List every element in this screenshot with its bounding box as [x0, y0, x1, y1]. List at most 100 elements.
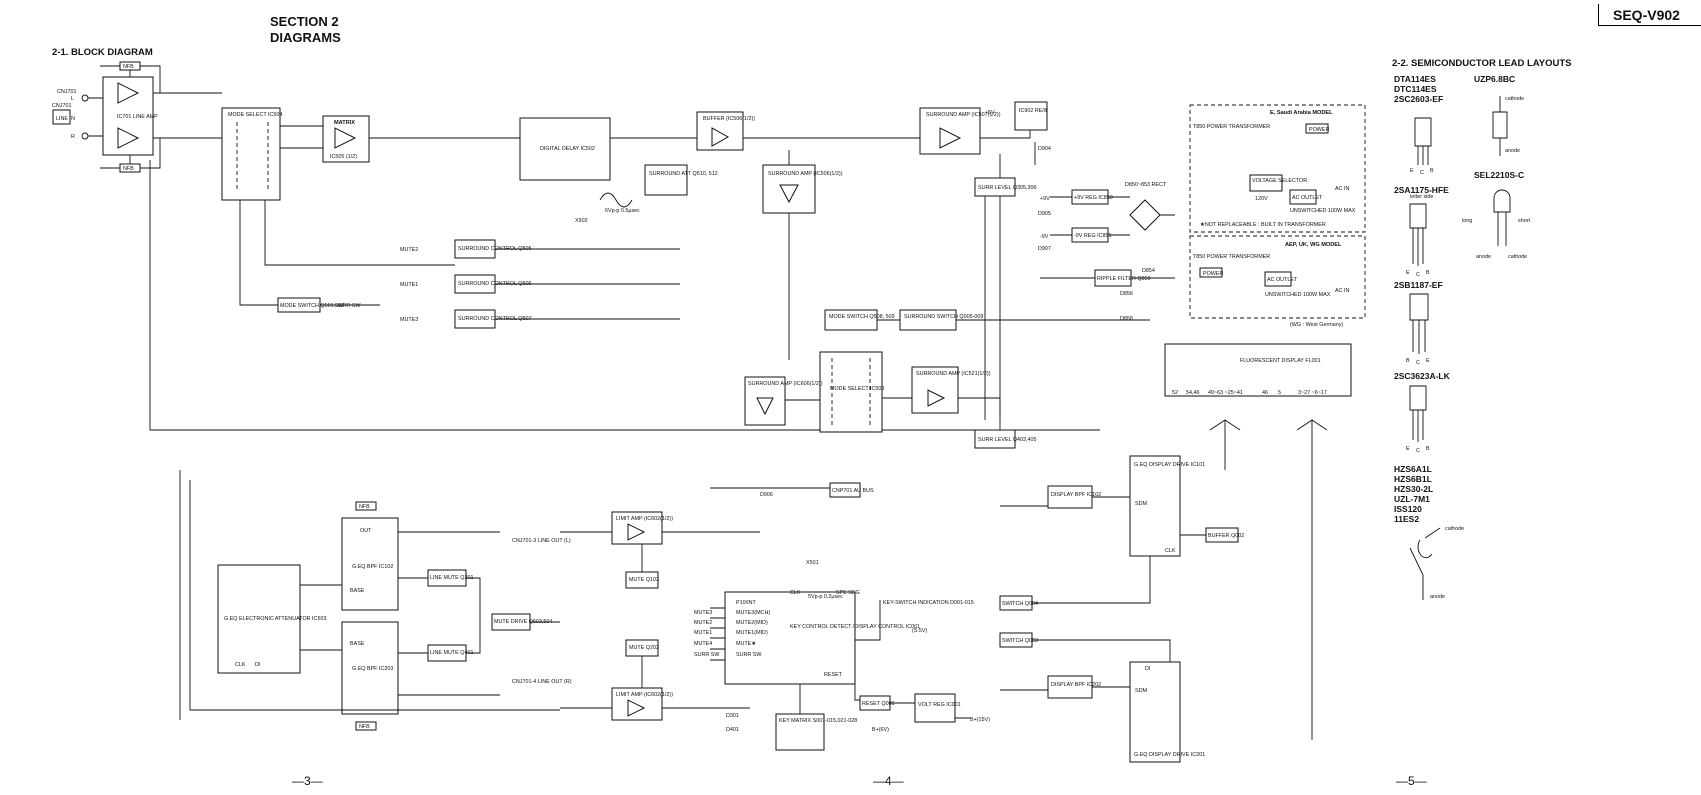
surround-amp-right-tri [927, 389, 946, 407]
di-label: DI [255, 662, 260, 668]
fl-pin: 46 [1262, 390, 1268, 396]
buffer-label: BUFFER (IC506(1/2)) [703, 116, 755, 122]
fluorescent-display [1164, 343, 1352, 397]
ac-outlet-label: AC OUTLET [1267, 277, 1298, 283]
mute-q102-label: MUTE Q102 [629, 577, 659, 583]
line-in-label: LINE IN [56, 116, 75, 122]
voltage-selector-box [1249, 174, 1283, 192]
anode-label: anode [1505, 148, 1520, 154]
pin-label: C [1420, 170, 1424, 176]
section-name: DIAGRAMS [270, 30, 341, 45]
zener-drawing [1492, 96, 1508, 156]
transistor-drawing [1409, 203, 1427, 266]
section-number: SECTION 2 [270, 14, 339, 29]
page-number-5: —5— [1396, 774, 1427, 788]
mode-select-mid-block [819, 351, 883, 433]
surround-amp-mid-tri [779, 184, 799, 204]
digital-delay-block [519, 117, 611, 181]
surr-level-bottom-block [974, 429, 1016, 449]
power-supply: +9V REG IC850 -9V REG IC851 +9V -9V D850… [1038, 104, 1366, 328]
page-number-4: —4— [873, 774, 904, 788]
rect-bridge [1129, 199, 1161, 231]
ripple-label: RIPPLE FILTER Q850 [1097, 276, 1151, 282]
surround-top-section: SURROUND AMP (IC507(1/2)) IC902 RE/8 +5V… [919, 101, 1051, 420]
volt-reg-block [914, 693, 956, 723]
pin-label: B [1426, 270, 1430, 276]
power-wiring [1040, 196, 1175, 279]
mode-switch-left-label: MODE SWITCH Q501,502 [280, 303, 344, 309]
mode-switch-mid [824, 309, 878, 331]
out-label: OUT [360, 528, 372, 534]
nfb-label: NFB [123, 166, 134, 172]
surr-level-top-block [974, 177, 1016, 197]
anode-label: anode [1476, 254, 1491, 260]
v120-label: 120V [1255, 196, 1268, 202]
surround-att-label: SURROUND ATT Q510, 512 [649, 171, 718, 177]
digital-delay-label: DIGITAL DELAY IC502 [540, 146, 595, 152]
part-label: HZS30-2L [1394, 484, 1434, 494]
unswitched-label: UNSWITCHED 100W MAX [1265, 292, 1331, 298]
transistor-drawing [1414, 117, 1432, 165]
surround-amp-right-label: SURROUND AMP (IC521(1/2)) [916, 371, 991, 377]
di-label: DI [1145, 666, 1150, 672]
pin-label: B [1406, 358, 1410, 364]
part-label: DTA114ES [1394, 74, 1436, 84]
buffer-q002-label: BUFFER Q002 [1208, 533, 1244, 539]
spe-seg-label: SPE SEG [836, 590, 860, 596]
x502-label: X502 [575, 218, 588, 224]
pin-label: C [1416, 272, 1420, 278]
fl-pin: 49~63 ~25~41 [1208, 390, 1243, 396]
pin-label: E [1406, 446, 1410, 452]
mute-label: MUTE3 [400, 317, 418, 323]
geq-drive-2-label: G.EQ DISPLAY DRIVE IC201 [1134, 752, 1205, 758]
sel-label: SEL2210S-C [1474, 170, 1525, 180]
surround-amp-mid-label: SURROUND AMP (IC506(1/2)) [768, 171, 843, 177]
rect-label: D850~853 RECT [1125, 182, 1167, 188]
ic001-pin: MUTE★ [736, 641, 756, 647]
geq-wiring [179, 470, 560, 720]
ic001-pin: MUTE1(MID) [736, 630, 768, 636]
bus-arrows [1209, 419, 1328, 740]
delay-section: DIGITAL DELAY IC502 X502 6Vp-p 0.5μsec B… [519, 111, 920, 360]
geq-att-label: G.EQ ELECTRONIC ATTENUATOR IC503 [224, 616, 326, 622]
pin-label: E [1426, 358, 1430, 364]
part-label: UZL-7M1 [1394, 494, 1430, 504]
geq-drive-1 [1129, 455, 1181, 557]
anode-label: anode [1430, 594, 1445, 600]
surround-att-block [644, 164, 688, 196]
buffer-block [696, 111, 744, 151]
mute-label: MUTE2 [694, 620, 712, 626]
pin-label: B [1426, 446, 1430, 452]
mode-select-mid-label: MODE SELECT IC508 [830, 386, 884, 392]
key-matrix-label: KEY MATRIX S001-015,021-028 [779, 718, 857, 724]
mode-switch-mid-label: MODE SWITCH Q508, 509 [829, 314, 895, 320]
line-out-2-label: CNJ701-4 LINE OUT (R) [512, 679, 572, 685]
key-switch-label: KEY-SWITCH INDICATION D001-015 [883, 600, 974, 606]
fl-pin: 3~27 ~6~17 [1298, 390, 1327, 396]
mute-drive-label: MUTE DRIVE Q503,504 [494, 619, 552, 625]
v5-label: +5V [985, 110, 995, 116]
wg-note: (WG : West Germany) [1290, 322, 1343, 328]
surr-level-top-label: SURR LEVEL Q305,306 [978, 185, 1037, 191]
ac-in-label: AC IN [1335, 186, 1349, 192]
cycle-label: 5Vp-p 0.2μsec [808, 594, 843, 600]
reset-label: RESET Q001 [862, 701, 895, 707]
matrix-ic-label: IC505 (1/2) [330, 154, 357, 160]
ac-outlet-label: AC OUTLET [1292, 195, 1323, 201]
display-bpf-2-label: DISPLAY BPF IC202 [1051, 682, 1101, 688]
limit-section: LIMIT AMP (IC602(1/2)) LIMIT AMP (IC602(… [560, 511, 760, 733]
transformer-label: T850 POWER TRANSFORMER [1193, 254, 1270, 260]
display-wiring [1000, 496, 1206, 691]
pin-label: C [1416, 448, 1420, 454]
ic001-pin: P10/INT [736, 600, 756, 606]
key-v-label: (S:5V) [912, 628, 927, 634]
line-mute-1-label: LINE MUTE Q301 [430, 575, 473, 581]
surround-control-1-label: SURROUND CONTROL Q505 [458, 246, 531, 252]
geq-bpf-1 [341, 517, 399, 611]
ac-outlet-box [1264, 271, 1292, 287]
v9p-label: +9V [1040, 196, 1050, 202]
jack-r [81, 132, 89, 140]
line-in-jack [52, 109, 71, 125]
d906-label: D906 [760, 492, 773, 498]
